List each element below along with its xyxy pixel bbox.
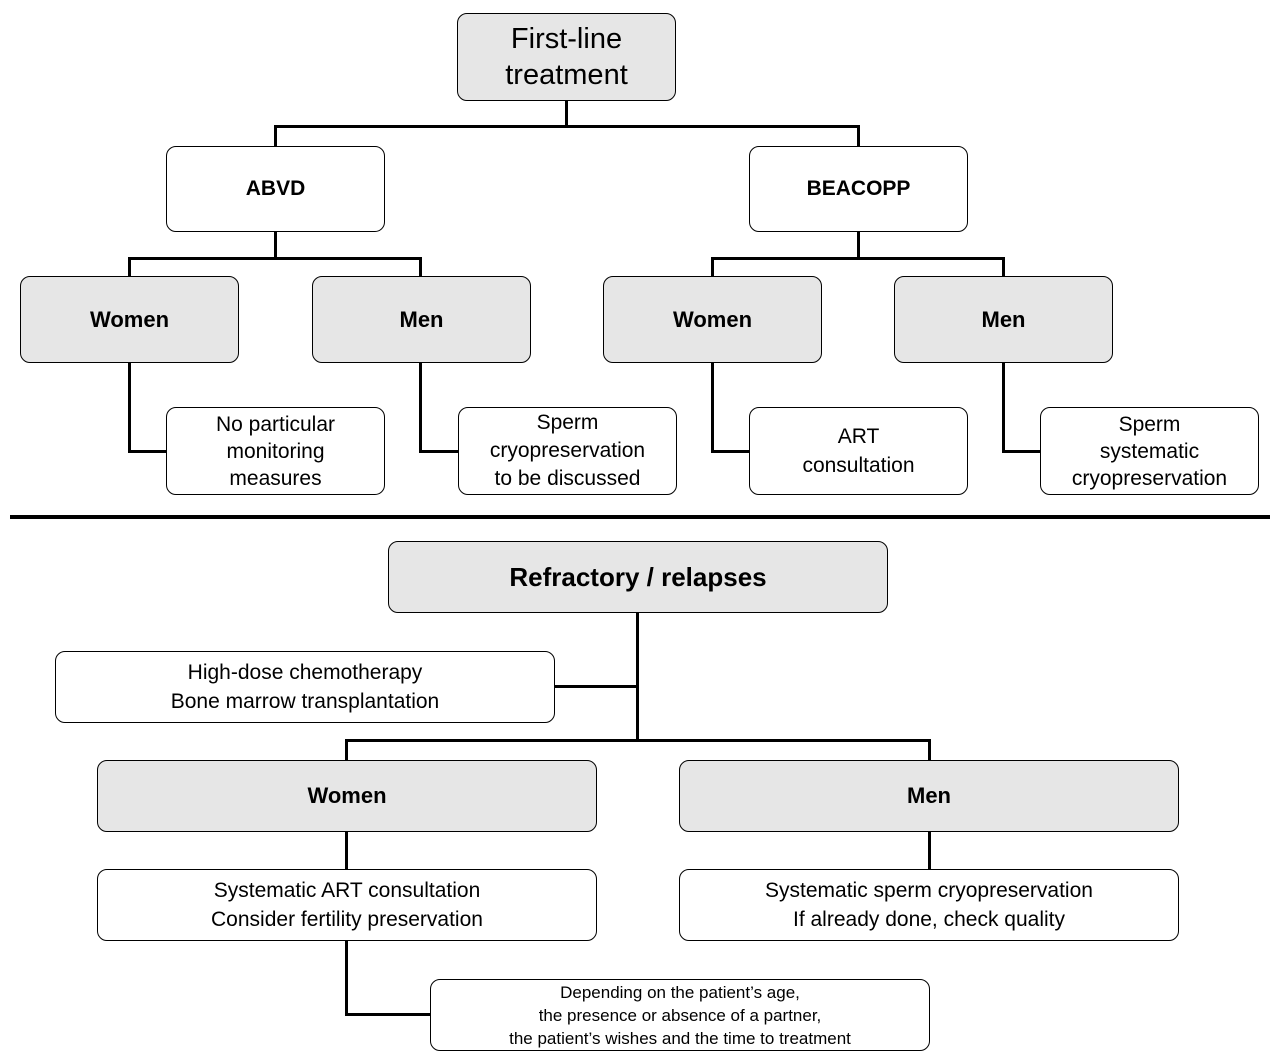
first-line-treatment-box: First-line treatment (457, 13, 676, 101)
connector (711, 362, 714, 453)
connector (857, 231, 860, 259)
beacopp-men-box: Men (894, 276, 1113, 363)
beacopp-box: BEACOPP (749, 146, 968, 232)
refractory-women-box: Women (97, 760, 597, 832)
refractory-men-note-box: Systematic sperm cryopreservation If alr… (679, 869, 1179, 941)
connector (553, 685, 637, 688)
first-line-title-line-2: treatment (505, 59, 628, 91)
refractory-women-label: Women (307, 783, 387, 808)
connector (711, 450, 751, 453)
beacopp-women-note-box: ART consultation (749, 407, 968, 495)
abvd-women-note-line-3: measures (229, 466, 322, 490)
connector (274, 125, 277, 147)
refractory-title: Refractory / relapses (509, 561, 767, 592)
connector (565, 100, 568, 127)
beacopp-men-note-line-3: cryopreservation (1071, 466, 1228, 490)
abvd-box: ABVD (166, 146, 385, 232)
refractory-men-label: Men (907, 783, 951, 808)
refractory-men-note-line-2: If already done, check quality (793, 908, 1065, 931)
beacopp-women-label: Women (672, 306, 753, 332)
connector (928, 831, 931, 870)
beacopp-women-note-line-2: consultation (802, 454, 915, 477)
connector (345, 1013, 432, 1016)
beacopp-women-note-line-1: ART (837, 425, 880, 448)
abvd-men-note-box: Sperm cryopreservation to be discussed (458, 407, 677, 495)
refractory-women-note-line-1: Systematic ART consultation (213, 879, 481, 902)
abvd-men-note-line-3: to be discussed (494, 467, 641, 490)
refractory-men-box: Men (679, 760, 1179, 832)
connector (1002, 257, 1005, 277)
connector (419, 257, 422, 277)
connector (128, 450, 168, 453)
connector (274, 125, 860, 128)
connector (345, 940, 348, 1016)
connector (128, 257, 422, 260)
abvd-label: ABVD (245, 177, 306, 200)
connector (345, 739, 348, 761)
first-line-title-line-1: First-line (510, 23, 623, 55)
connector (1002, 362, 1005, 453)
beacopp-women-box: Women (603, 276, 822, 363)
beacopp-label: BEACOPP (806, 177, 911, 200)
connector (857, 125, 860, 147)
beacopp-men-label: Men (981, 306, 1026, 332)
abvd-men-note-line-2: cryopreservation (489, 439, 646, 462)
abvd-women-box: Women (20, 276, 239, 363)
side-note-line-1: High-dose chemotherapy (187, 661, 423, 684)
abvd-women-note-line-2: monitoring (226, 439, 325, 463)
beacopp-men-note-box: Sperm systematic cryopreservation (1040, 407, 1259, 495)
connector (419, 362, 422, 453)
side-note-line-2: Bone marrow transplantation (170, 690, 440, 713)
subnote-line-2: the presence or absence of a partner, (538, 1005, 822, 1025)
abvd-men-label: Men (399, 306, 444, 332)
refractory-women-note-box: Systematic ART consultation Consider fer… (97, 869, 597, 941)
connector (636, 612, 639, 742)
abvd-men-note-line-1: Sperm (536, 411, 599, 434)
connector (345, 739, 931, 742)
refractory-men-note-line-1: Systematic sperm cryopreservation (765, 879, 1093, 902)
connector (128, 257, 131, 277)
connector (345, 831, 348, 870)
connector (928, 739, 931, 761)
beacopp-men-note-line-2: systematic (1099, 439, 1200, 463)
abvd-women-label: Women (89, 306, 170, 332)
connector (128, 362, 131, 453)
subnote-line-3: the patient’s wishes and the time to tre… (509, 1028, 851, 1048)
subnote-line-1: Depending on the patient’s age, (560, 982, 800, 1002)
abvd-women-note-line-1: No particular (215, 412, 336, 436)
abvd-men-box: Men (312, 276, 531, 363)
connector (1002, 450, 1042, 453)
refractory-women-subnote-box: Depending on the patient’s age, the pres… (430, 979, 930, 1051)
beacopp-men-note-line-1: Sperm (1118, 412, 1181, 436)
high-dose-chemo-box: High-dose chemotherapy Bone marrow trans… (55, 651, 555, 723)
connector (419, 450, 459, 453)
abvd-women-note-box: No particular monitoring measures (166, 407, 385, 495)
connector (711, 257, 714, 277)
connector (274, 231, 277, 259)
refractory-women-note-line-2: Consider fertility preservation (211, 908, 483, 931)
refractory-relapses-box: Refractory / relapses (388, 541, 888, 613)
section-divider (10, 515, 1270, 519)
connector (711, 257, 1005, 260)
